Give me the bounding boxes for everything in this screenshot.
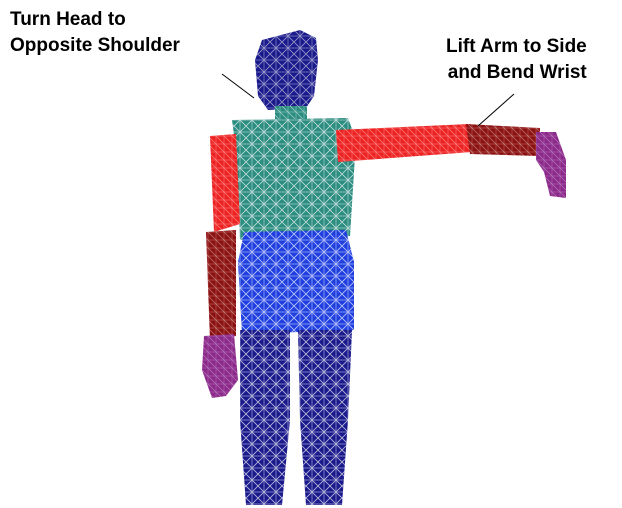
left-upper-arm-segment bbox=[210, 134, 240, 232]
right-leg-segment bbox=[298, 330, 352, 505]
left-hand-segment bbox=[202, 334, 238, 398]
arm-annotation: Lift Arm to Side and Bend Wrist bbox=[446, 34, 587, 86]
pelvis-segment bbox=[238, 230, 354, 334]
right-hand-segment bbox=[536, 132, 566, 198]
left-forearm-segment bbox=[206, 230, 236, 340]
head-segment bbox=[255, 30, 318, 110]
head-annotation: Turn Head to Opposite Shoulder bbox=[10, 7, 180, 59]
arm-annotation-line1: Lift Arm to Side bbox=[446, 34, 587, 60]
head-annotation-line2: Opposite Shoulder bbox=[10, 33, 180, 59]
head-leader-line bbox=[222, 74, 254, 98]
right-upper-arm-segment bbox=[336, 124, 472, 162]
arm-annotation-line2: and Bend Wrist bbox=[446, 60, 587, 86]
left-leg-segment bbox=[240, 330, 290, 505]
right-forearm-segment bbox=[466, 124, 540, 156]
head-annotation-line1: Turn Head to bbox=[10, 7, 180, 33]
arm-leader-line bbox=[478, 94, 514, 126]
